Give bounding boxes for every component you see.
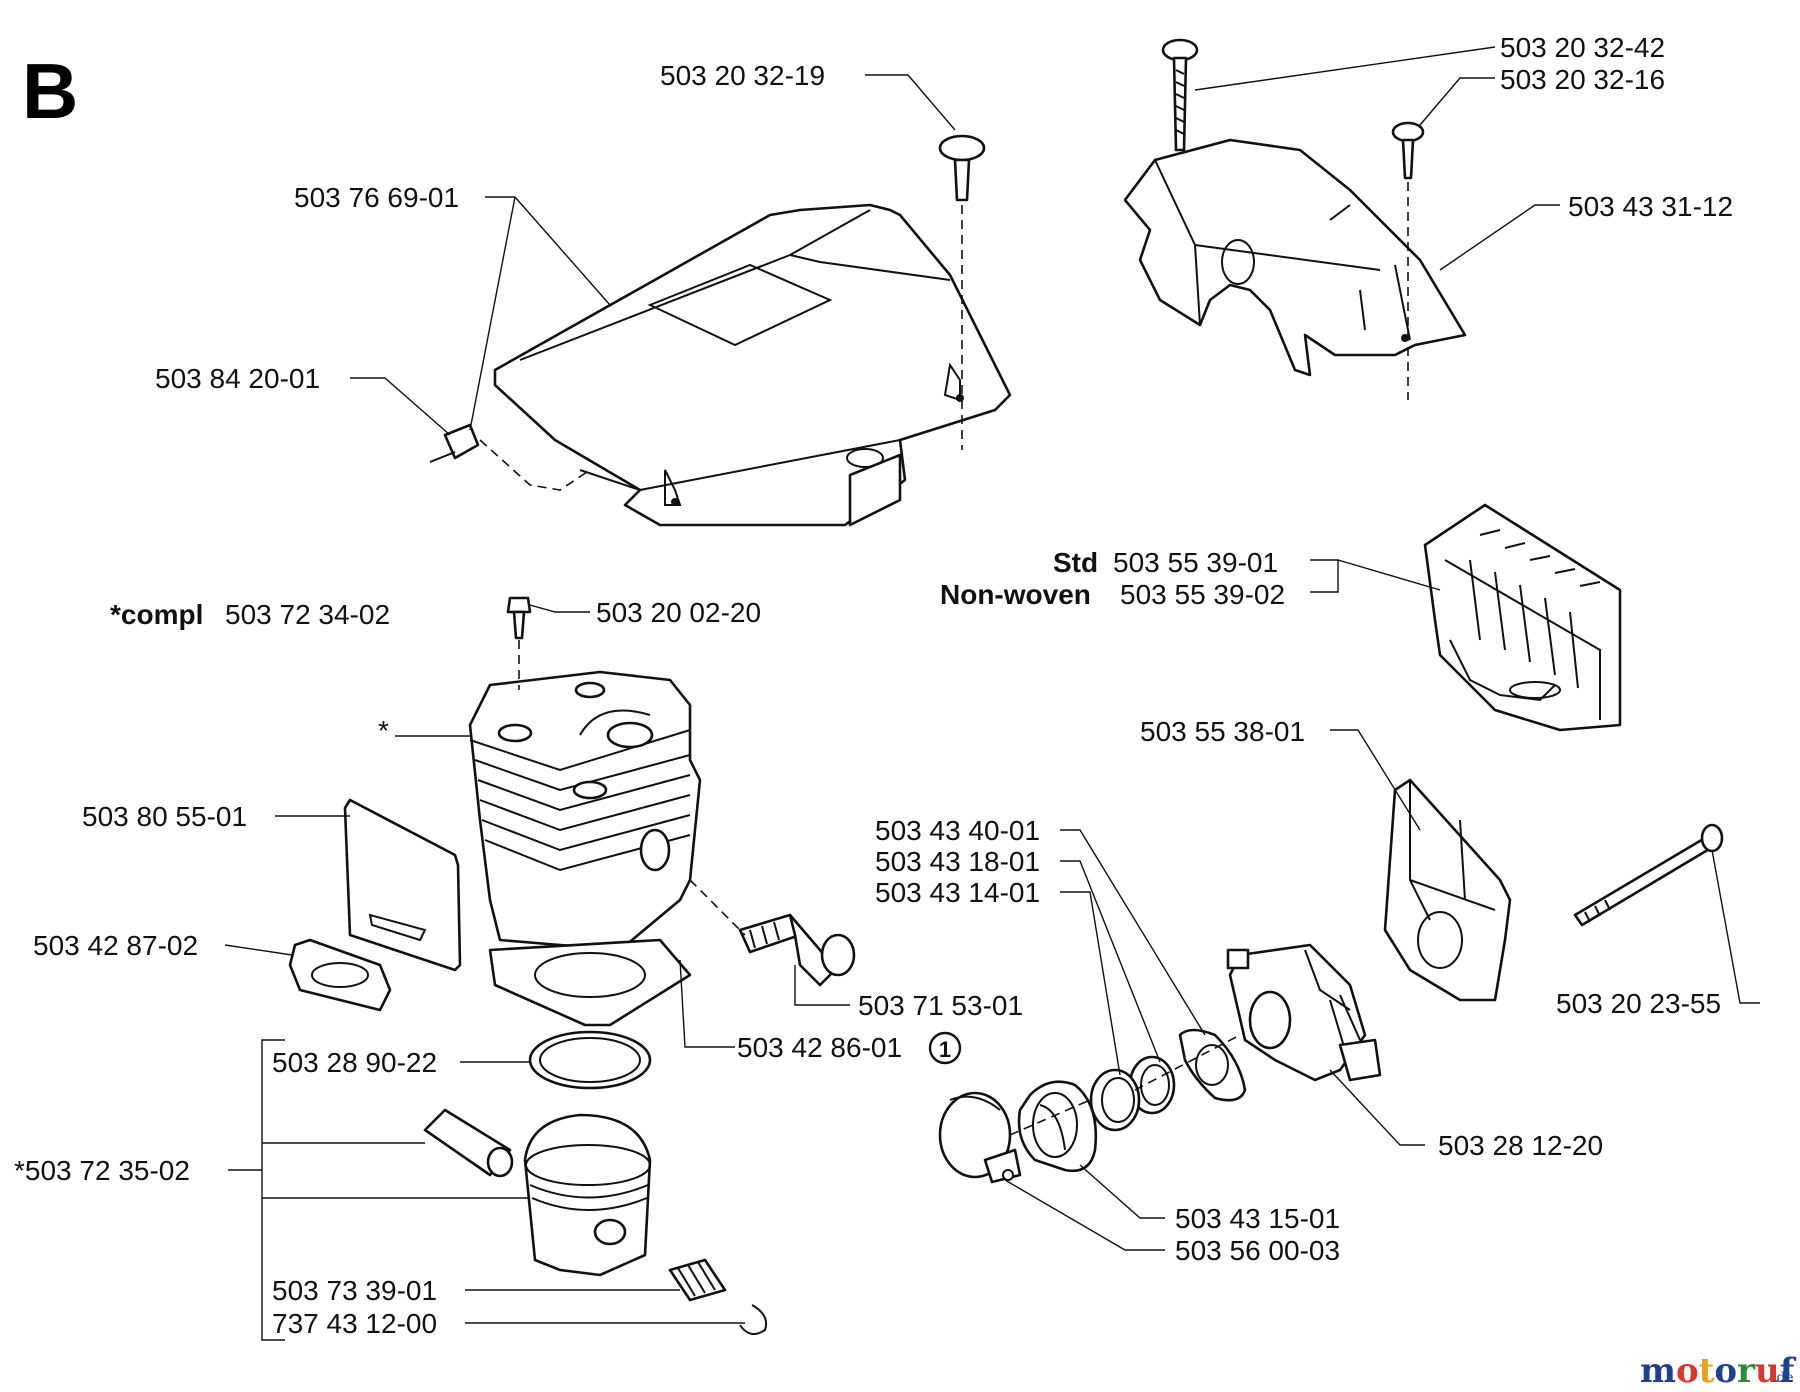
- watermark-letter: r: [1737, 1351, 1756, 1391]
- label-503-43-18-01: 503 43 18-01: [875, 846, 1040, 877]
- cylinder-cover-drawing: [493, 203, 1012, 527]
- filter-holder-drawing: [1383, 778, 1512, 1002]
- label-503-42-87-02: 503 42 87-02: [33, 930, 198, 961]
- screw-503-20-32-19-drawing: [938, 134, 986, 450]
- label-503-28-12-20: 503 28 12-20: [1438, 1130, 1603, 1161]
- piston-ring-drawing: [528, 1030, 652, 1090]
- watermark-letter: f: [1780, 1351, 1797, 1391]
- watermark-logo: motoruf .de: [1640, 1351, 1797, 1391]
- screw-503-20-32-16-drawing: [1391, 121, 1425, 400]
- leader-lines: [224, 46, 1760, 1341]
- label-asterisk: *: [378, 715, 389, 746]
- needle-bearing-drawing: [668, 1258, 727, 1302]
- piston-drawing: [523, 1113, 652, 1277]
- label-503-43-40-01: 503 43 40-01: [875, 815, 1040, 846]
- section-letter: B: [22, 47, 78, 135]
- label-503-56-00-03: 503 56 00-03: [1175, 1235, 1340, 1266]
- intake-manifold-drawing: [1017, 1080, 1098, 1173]
- screw-503-20-32-42-drawing: [1161, 38, 1199, 152]
- label-503-20-32-42: 503 20 32-42: [1500, 32, 1665, 63]
- label-503-72-35-02: *503 72 35-02: [14, 1155, 190, 1186]
- label-503-43-15-01: 503 43 15-01: [1175, 1203, 1340, 1234]
- air-filter-drawing: [1423, 503, 1622, 732]
- decompression-valve-drawing: [689, 879, 856, 987]
- label-503-43-31-12: 503 43 31-12: [1568, 191, 1733, 222]
- label-std-prefix: Std: [1053, 547, 1098, 578]
- muffler-gasket-drawing: [288, 938, 392, 1012]
- watermark-brand: motoruf: [1640, 1351, 1797, 1391]
- bolt-503-20-23-55-drawing: [1573, 823, 1724, 927]
- label-503-20-32-16: 503 20 32-16: [1500, 64, 1665, 95]
- circlip-drawing: [739, 1304, 768, 1335]
- cylinder-drawing: [468, 670, 702, 952]
- label-503-20-32-19: 503 20 32-19: [660, 60, 825, 91]
- label-503-42-86-01: 503 42 86-01: [737, 1032, 902, 1063]
- screw-503-20-02-20-drawing: [506, 596, 532, 690]
- label-503-43-14-01: 503 43 14-01: [875, 877, 1040, 908]
- label-503-28-90-22: 503 28 90-22: [272, 1047, 437, 1078]
- label-503-71-53-01: 503 71 53-01: [858, 990, 1023, 1021]
- label-503-55-38-01: 503 55 38-01: [1140, 716, 1305, 747]
- circled-note-marker: [928, 1031, 962, 1065]
- label-503-80-55-01: 503 80 55-01: [82, 801, 247, 832]
- label-737-43-12-00: 737 43 12-00: [272, 1308, 437, 1339]
- label-compl-prefix: *compl: [110, 599, 203, 630]
- label-503-55-39-01: 503 55 39-01: [1113, 547, 1278, 578]
- watermark-letter: o: [1676, 1351, 1699, 1391]
- label-503-76-69-01: 503 76 69-01: [294, 182, 459, 213]
- screw-503-84-20-01-drawing: [429, 423, 591, 491]
- right-cover-drawing: [1123, 138, 1467, 377]
- cylinder-gasket-drawing: [488, 938, 692, 1027]
- watermark-tld: .de: [1772, 1370, 1794, 1386]
- watermark-letter: u: [1755, 1351, 1780, 1391]
- label-503-55-39-02: 503 55 39-02: [1120, 579, 1285, 610]
- watermark-letter: m: [1640, 1351, 1676, 1391]
- exhaust-gasket-drawing: [343, 798, 462, 972]
- label-503-73-39-01: 503 73 39-01: [272, 1275, 437, 1306]
- ring-503-43-18-01-drawing: [1128, 1055, 1176, 1115]
- watermark-letter: t: [1699, 1351, 1715, 1391]
- label-503-72-34-02: 503 72 34-02: [225, 599, 390, 630]
- hose-clamp-drawing: [938, 1091, 1022, 1184]
- label-nonwoven-prefix: Non-woven: [940, 579, 1091, 610]
- flange-gasket-drawing: [1178, 1028, 1247, 1102]
- watermark-letter: o: [1714, 1351, 1737, 1391]
- label-503-20-02-20: 503 20 02-20: [596, 597, 761, 628]
- carburetor-drawing: [1226, 943, 1382, 1082]
- label-503-84-20-01: 503 84 20-01: [155, 363, 320, 394]
- piston-pin-drawing: [423, 1108, 514, 1178]
- ring-503-43-14-01-drawing: [1089, 1068, 1141, 1132]
- label-503-20-23-55: 503 20 23-55: [1556, 988, 1721, 1019]
- circled-note-number: 1: [939, 1037, 951, 1062]
